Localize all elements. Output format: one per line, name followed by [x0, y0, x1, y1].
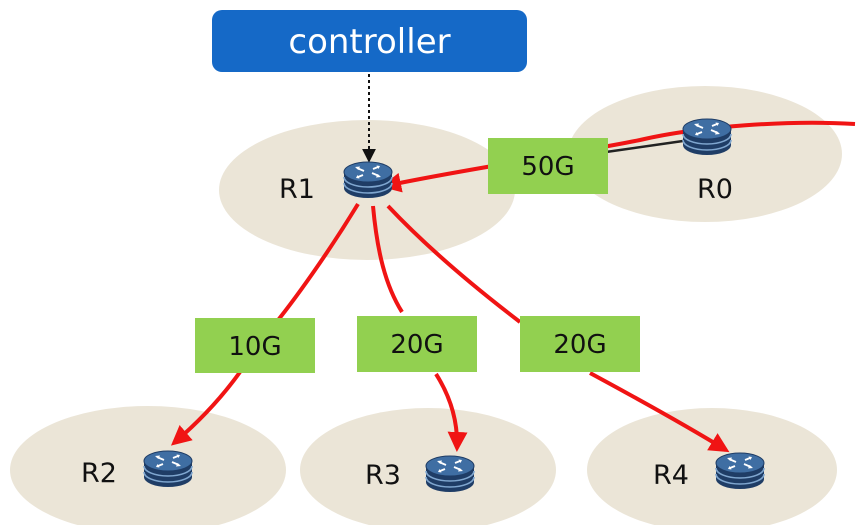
router-icon: [682, 118, 732, 156]
router-label-r2: R2: [81, 458, 117, 489]
link-label-50g: 50G: [521, 152, 574, 182]
router-label-r1: R1: [279, 174, 315, 205]
router-label-r4: R4: [653, 460, 689, 491]
router-icon: [425, 455, 475, 493]
link-r0-r1: [381, 120, 856, 193]
link-label-box-20g-r3: [357, 316, 477, 372]
link-label-box-20g-r4: [520, 316, 640, 372]
link-r1-r3: [371, 205, 457, 448]
link-label-10g: 10G: [228, 332, 281, 362]
link-label-box-50g: [488, 138, 608, 194]
router-label-r3: R3: [365, 460, 401, 491]
router-label-r0: R0: [697, 174, 733, 205]
link-r0-r1-dark: [605, 138, 691, 154]
controller-label: controller: [288, 22, 450, 62]
link-label-box-10g: [195, 318, 315, 373]
link-r1-r4: [386, 204, 726, 450]
router-icon: [143, 450, 193, 488]
router-icon: [343, 161, 393, 199]
router-icon: [715, 452, 765, 490]
link-label-20g-r3: 20G: [390, 330, 443, 360]
region-r4: [587, 408, 837, 525]
link-label-20g-r4: 20G: [553, 330, 606, 360]
controller-box: [212, 10, 527, 72]
